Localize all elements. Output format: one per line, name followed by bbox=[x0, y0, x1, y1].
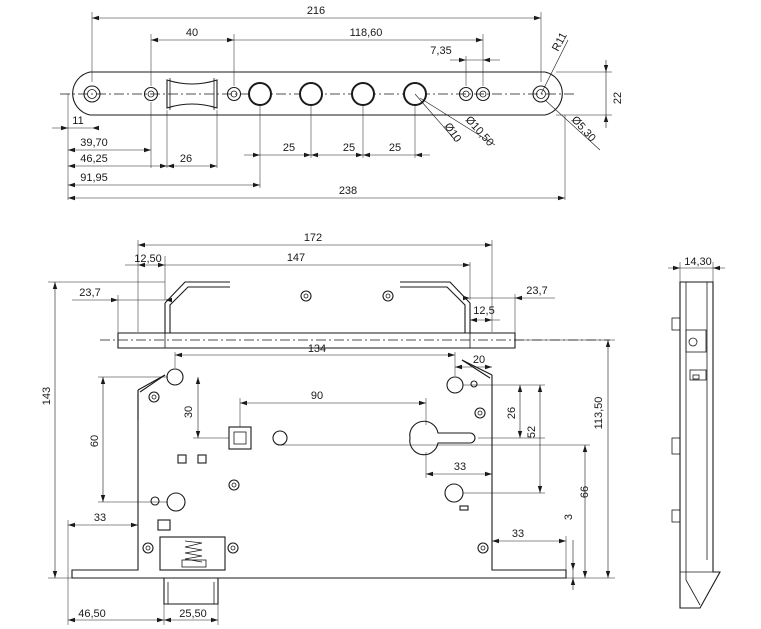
follower-hub bbox=[444, 483, 464, 503]
dim-hole-span: 40 bbox=[186, 27, 198, 39]
keyhole bbox=[409, 420, 476, 456]
small-hole bbox=[143, 86, 159, 102]
dim-backset: 46,50 bbox=[78, 608, 106, 620]
dim-left-margin: 11 bbox=[72, 115, 83, 127]
dim-thickness: 14,30 bbox=[684, 256, 712, 268]
spindle-hole bbox=[272, 430, 288, 446]
dim-vertical-30: 30 bbox=[183, 406, 195, 418]
dim-height-total: 143 bbox=[41, 387, 53, 405]
screw bbox=[300, 290, 312, 302]
bolt-frame bbox=[164, 281, 230, 333]
dim-vertical-66: 66 bbox=[579, 486, 591, 498]
dim-vertical-60: 60 bbox=[89, 435, 101, 447]
small-hole bbox=[475, 86, 491, 102]
screw bbox=[228, 479, 240, 491]
small-hole bbox=[458, 86, 474, 102]
dim-right-small: 12,5 bbox=[473, 305, 494, 317]
dim-horizontal-33: 33 bbox=[454, 461, 466, 473]
screw bbox=[474, 407, 486, 419]
dim-total-length: 238 bbox=[339, 185, 357, 197]
spindle-square bbox=[228, 426, 252, 450]
faceplate-outline bbox=[72, 71, 563, 116]
dim-offset-2: 46,25 bbox=[80, 153, 108, 165]
dim-left-projection: 23,7 bbox=[79, 287, 100, 299]
follower-hub bbox=[446, 376, 464, 394]
dim-offset-3: 91,95 bbox=[80, 172, 108, 184]
dim-bolt-offset: 12,50 bbox=[134, 253, 162, 265]
dim-slot-width: 26 bbox=[180, 153, 192, 165]
dim-vertical-52: 52 bbox=[526, 426, 538, 438]
follower-hub bbox=[166, 368, 184, 386]
cylinder-hole bbox=[299, 82, 323, 106]
dim-pitch-2: 25 bbox=[343, 142, 355, 154]
dim-offset-1: 39,70 bbox=[80, 137, 108, 149]
dim-pitch-3: 25 bbox=[389, 142, 401, 154]
dim-right-gap: 20 bbox=[473, 354, 485, 366]
dim-inner-width: 134 bbox=[308, 343, 326, 355]
bolt-bar bbox=[117, 332, 516, 349]
dim-right-projection: 23,7 bbox=[526, 285, 547, 297]
screw bbox=[382, 290, 394, 302]
latch-slot bbox=[166, 79, 218, 109]
dim-center-distance: 90 bbox=[311, 390, 323, 402]
screw bbox=[227, 542, 239, 554]
rivet bbox=[177, 454, 187, 464]
latch-stop bbox=[157, 519, 171, 531]
latch-bolt bbox=[163, 578, 219, 605]
dim-overall-length: 216 bbox=[307, 5, 325, 17]
dim-height: 22 bbox=[612, 92, 624, 104]
latch-housing bbox=[159, 536, 226, 571]
dim-bolt-width: 147 bbox=[287, 252, 305, 264]
screw bbox=[150, 496, 160, 506]
side-view: 14,30 bbox=[668, 256, 725, 609]
cylinder-hole bbox=[351, 82, 375, 106]
dim-bottom-left-33: 33 bbox=[94, 512, 106, 524]
dim-dia-mid: Ø10,50 bbox=[463, 114, 496, 149]
front-view: 172 12,50 147 23,7 23,7 12,5 134 bbox=[41, 232, 615, 625]
screw bbox=[470, 380, 478, 388]
end-hole-left bbox=[83, 85, 101, 103]
dim-right-span: 118,60 bbox=[350, 27, 383, 39]
latch-spring bbox=[184, 540, 203, 563]
rivet bbox=[459, 505, 469, 511]
top-view: 216 40 118,60 7,35 R11 22 Ø10 Ø10,50 Ø5,… bbox=[52, 5, 624, 201]
screw bbox=[148, 391, 160, 403]
dim-vertical-3: 3 bbox=[563, 514, 575, 520]
end-hole-right bbox=[532, 85, 550, 103]
dim-pitch-1: 25 bbox=[283, 142, 295, 154]
dim-dia-small: Ø5,30 bbox=[569, 114, 598, 144]
cylinder-hole bbox=[248, 82, 272, 106]
dim-small-offset: 7,35 bbox=[430, 45, 451, 57]
small-hole bbox=[226, 86, 242, 102]
follower-hub bbox=[166, 492, 186, 512]
dim-vertical-26: 26 bbox=[506, 407, 518, 419]
lock-case bbox=[71, 375, 567, 579]
dim-bottom-right-33: 33 bbox=[512, 528, 524, 540]
dim-width-overall: 172 bbox=[304, 232, 322, 244]
screw bbox=[477, 542, 489, 554]
screw bbox=[142, 542, 154, 554]
dim-dia-big: Ø10 bbox=[442, 121, 464, 145]
dim-height-right: 113,50 bbox=[593, 397, 605, 430]
rivet bbox=[197, 454, 207, 464]
dim-latch-width: 25,50 bbox=[179, 608, 207, 620]
